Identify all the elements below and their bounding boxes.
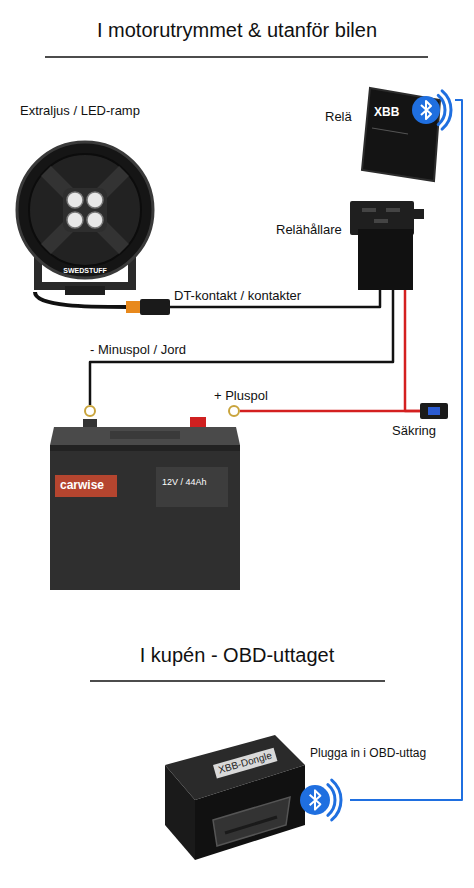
obd-dongle-illustration bbox=[155, 725, 350, 865]
part-name: Säkring bbox=[392, 424, 436, 439]
wire-label: DT-kontakt / kontakter bbox=[172, 289, 303, 304]
wire-connector bbox=[350, 100, 462, 800]
heading-underline bbox=[90, 680, 385, 682]
wire-label: + Pluspol bbox=[212, 389, 270, 404]
part-name: Extraljus / LED-ramp bbox=[20, 104, 140, 119]
relay-brand: XBB bbox=[374, 106, 399, 120]
battery-brand: carwise bbox=[60, 479, 104, 493]
wire-label: - Minuspol / Jord bbox=[88, 343, 188, 358]
led-lamp-illustration bbox=[10, 100, 170, 315]
fuse-illustration bbox=[420, 403, 448, 419]
part-name: Plugga in i OBD-uttag bbox=[310, 747, 426, 761]
relay-holder: Relähållare bbox=[270, 195, 425, 290]
battery-illustration bbox=[50, 405, 240, 590]
battery: carwise 12V / 44Ah bbox=[50, 405, 240, 590]
heading-underline bbox=[45, 56, 428, 58]
relay-illustration bbox=[322, 84, 455, 184]
section-heading: I kupén - OBD-uttaget bbox=[0, 643, 474, 667]
wire-connector bbox=[170, 290, 380, 307]
part-name: Relä bbox=[325, 110, 352, 125]
relay-holder-illustration bbox=[270, 195, 425, 290]
page-title: I motorutrymmet & utanför bilen bbox=[0, 18, 474, 42]
bluetooth-icon bbox=[300, 780, 341, 820]
battery-rating: 12V / 44Ah bbox=[162, 477, 207, 487]
wire-connector bbox=[405, 290, 420, 411]
wire-connector bbox=[240, 410, 420, 413]
led-lamp: Extraljus / LED-rampSWEDSTUFF bbox=[10, 100, 170, 315]
fuse: Säkring bbox=[420, 403, 448, 419]
relay: Relä XBB bbox=[322, 84, 455, 184]
obd-dongle: XBB-DonglePlugga in i OBD-uttag bbox=[155, 725, 350, 865]
part-name: Relähållare bbox=[276, 223, 342, 238]
brand-name: SWEDSTUFF bbox=[63, 267, 107, 275]
bluetooth-icon bbox=[412, 91, 451, 129]
